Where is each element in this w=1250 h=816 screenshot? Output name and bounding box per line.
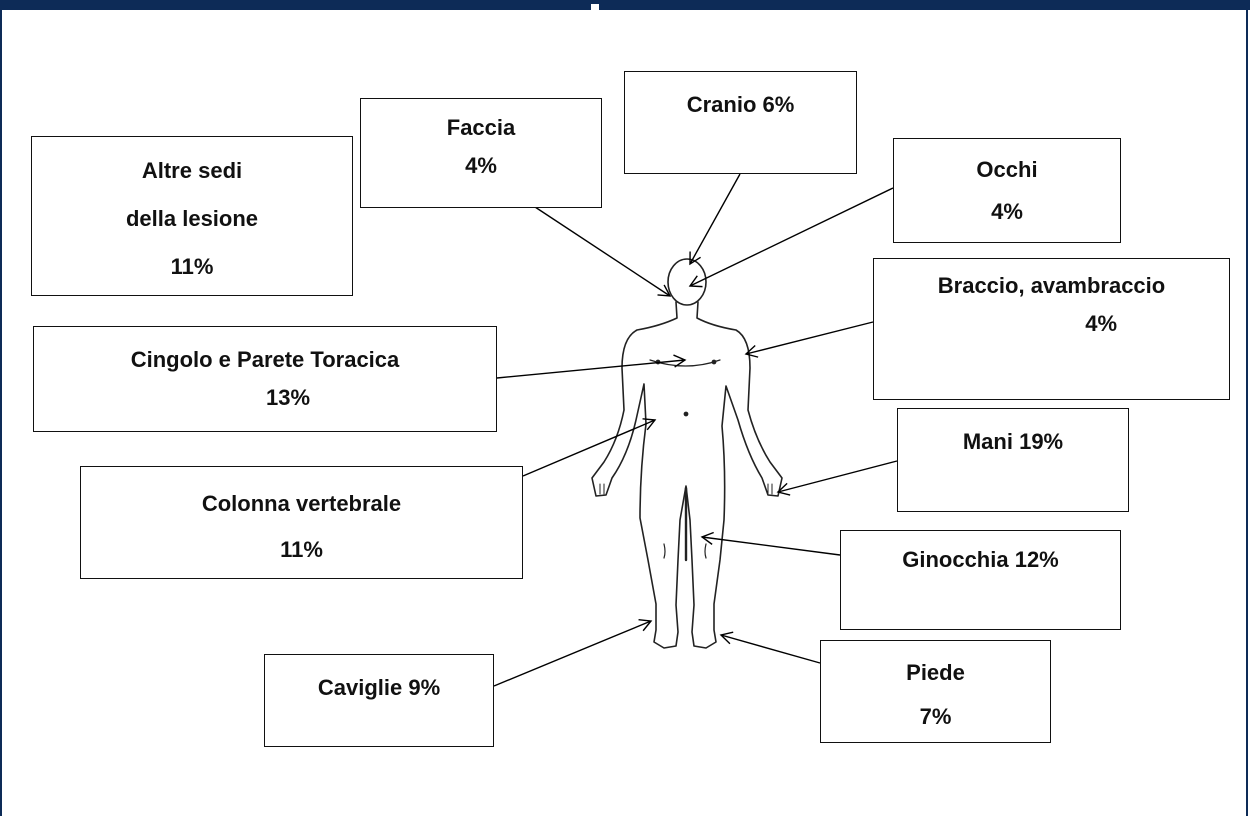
leader-lines <box>494 174 897 686</box>
head-outline <box>668 259 706 305</box>
label-cranio-text: Cranio 6% <box>625 86 856 124</box>
colonna-arrow <box>523 420 655 476</box>
human-body-outline <box>592 259 782 648</box>
piede-arrow <box>721 635 820 663</box>
cingolo-arrow <box>497 360 685 378</box>
label-altre-line1: Altre sedi <box>32 147 352 195</box>
left-fingers <box>600 484 604 494</box>
label-cingolo-name: Cingolo e Parete Toracica <box>34 341 496 379</box>
label-braccio: Braccio, avambraccio 4% <box>873 258 1230 400</box>
label-mani: Mani 19% <box>897 408 1129 512</box>
label-braccio-name: Braccio, avambraccio <box>874 267 1229 305</box>
label-altre-line2: della lesione <box>32 195 352 243</box>
label-occhi: Occhi 4% <box>893 138 1121 243</box>
label-ginocchia: Ginocchia 12% <box>840 530 1121 630</box>
right-knee-detail <box>705 544 706 558</box>
occhi-arrow <box>690 188 893 286</box>
label-colonna-pct: 11% <box>81 527 522 573</box>
torso-limbs-outline <box>592 302 782 648</box>
label-cingolo-pct: 13% <box>34 379 496 417</box>
label-altre-pct: 11% <box>32 243 352 291</box>
right-nipple <box>712 360 715 363</box>
label-occhi-pct: 4% <box>894 191 1120 233</box>
left-knee-detail <box>664 544 665 558</box>
braccio-arrow <box>746 322 873 354</box>
navel <box>684 412 687 415</box>
label-faccia-pct: 4% <box>361 147 601 185</box>
ginocchia-arrow <box>702 537 840 555</box>
label-cranio: Cranio 6% <box>624 71 857 174</box>
label-faccia-name: Faccia <box>361 109 601 147</box>
label-braccio-pct: 4% <box>874 305 1229 343</box>
right-fingers <box>768 484 772 494</box>
label-piede-name: Piede <box>821 651 1050 695</box>
mani-arrow <box>778 461 897 492</box>
label-faccia: Faccia 4% <box>360 98 602 208</box>
cranio-arrow <box>690 174 740 264</box>
label-ginocchia-text: Ginocchia 12% <box>841 541 1120 579</box>
label-piede: Piede 7% <box>820 640 1051 743</box>
label-caviglie-text: Caviglie 9% <box>265 669 493 707</box>
label-caviglie: Caviglie 9% <box>264 654 494 747</box>
label-mani-text: Mani 19% <box>898 423 1128 461</box>
label-altre-sedi: Altre sedi della lesione 11% <box>31 136 353 296</box>
label-piede-pct: 7% <box>821 695 1050 739</box>
label-colonna: Colonna vertebrale 11% <box>80 466 523 579</box>
faccia-arrow <box>532 205 670 296</box>
label-occhi-name: Occhi <box>894 149 1120 191</box>
caviglie-arrow <box>494 621 651 686</box>
label-colonna-name: Colonna vertebrale <box>81 481 522 527</box>
label-cingolo: Cingolo e Parete Toracica 13% <box>33 326 497 432</box>
